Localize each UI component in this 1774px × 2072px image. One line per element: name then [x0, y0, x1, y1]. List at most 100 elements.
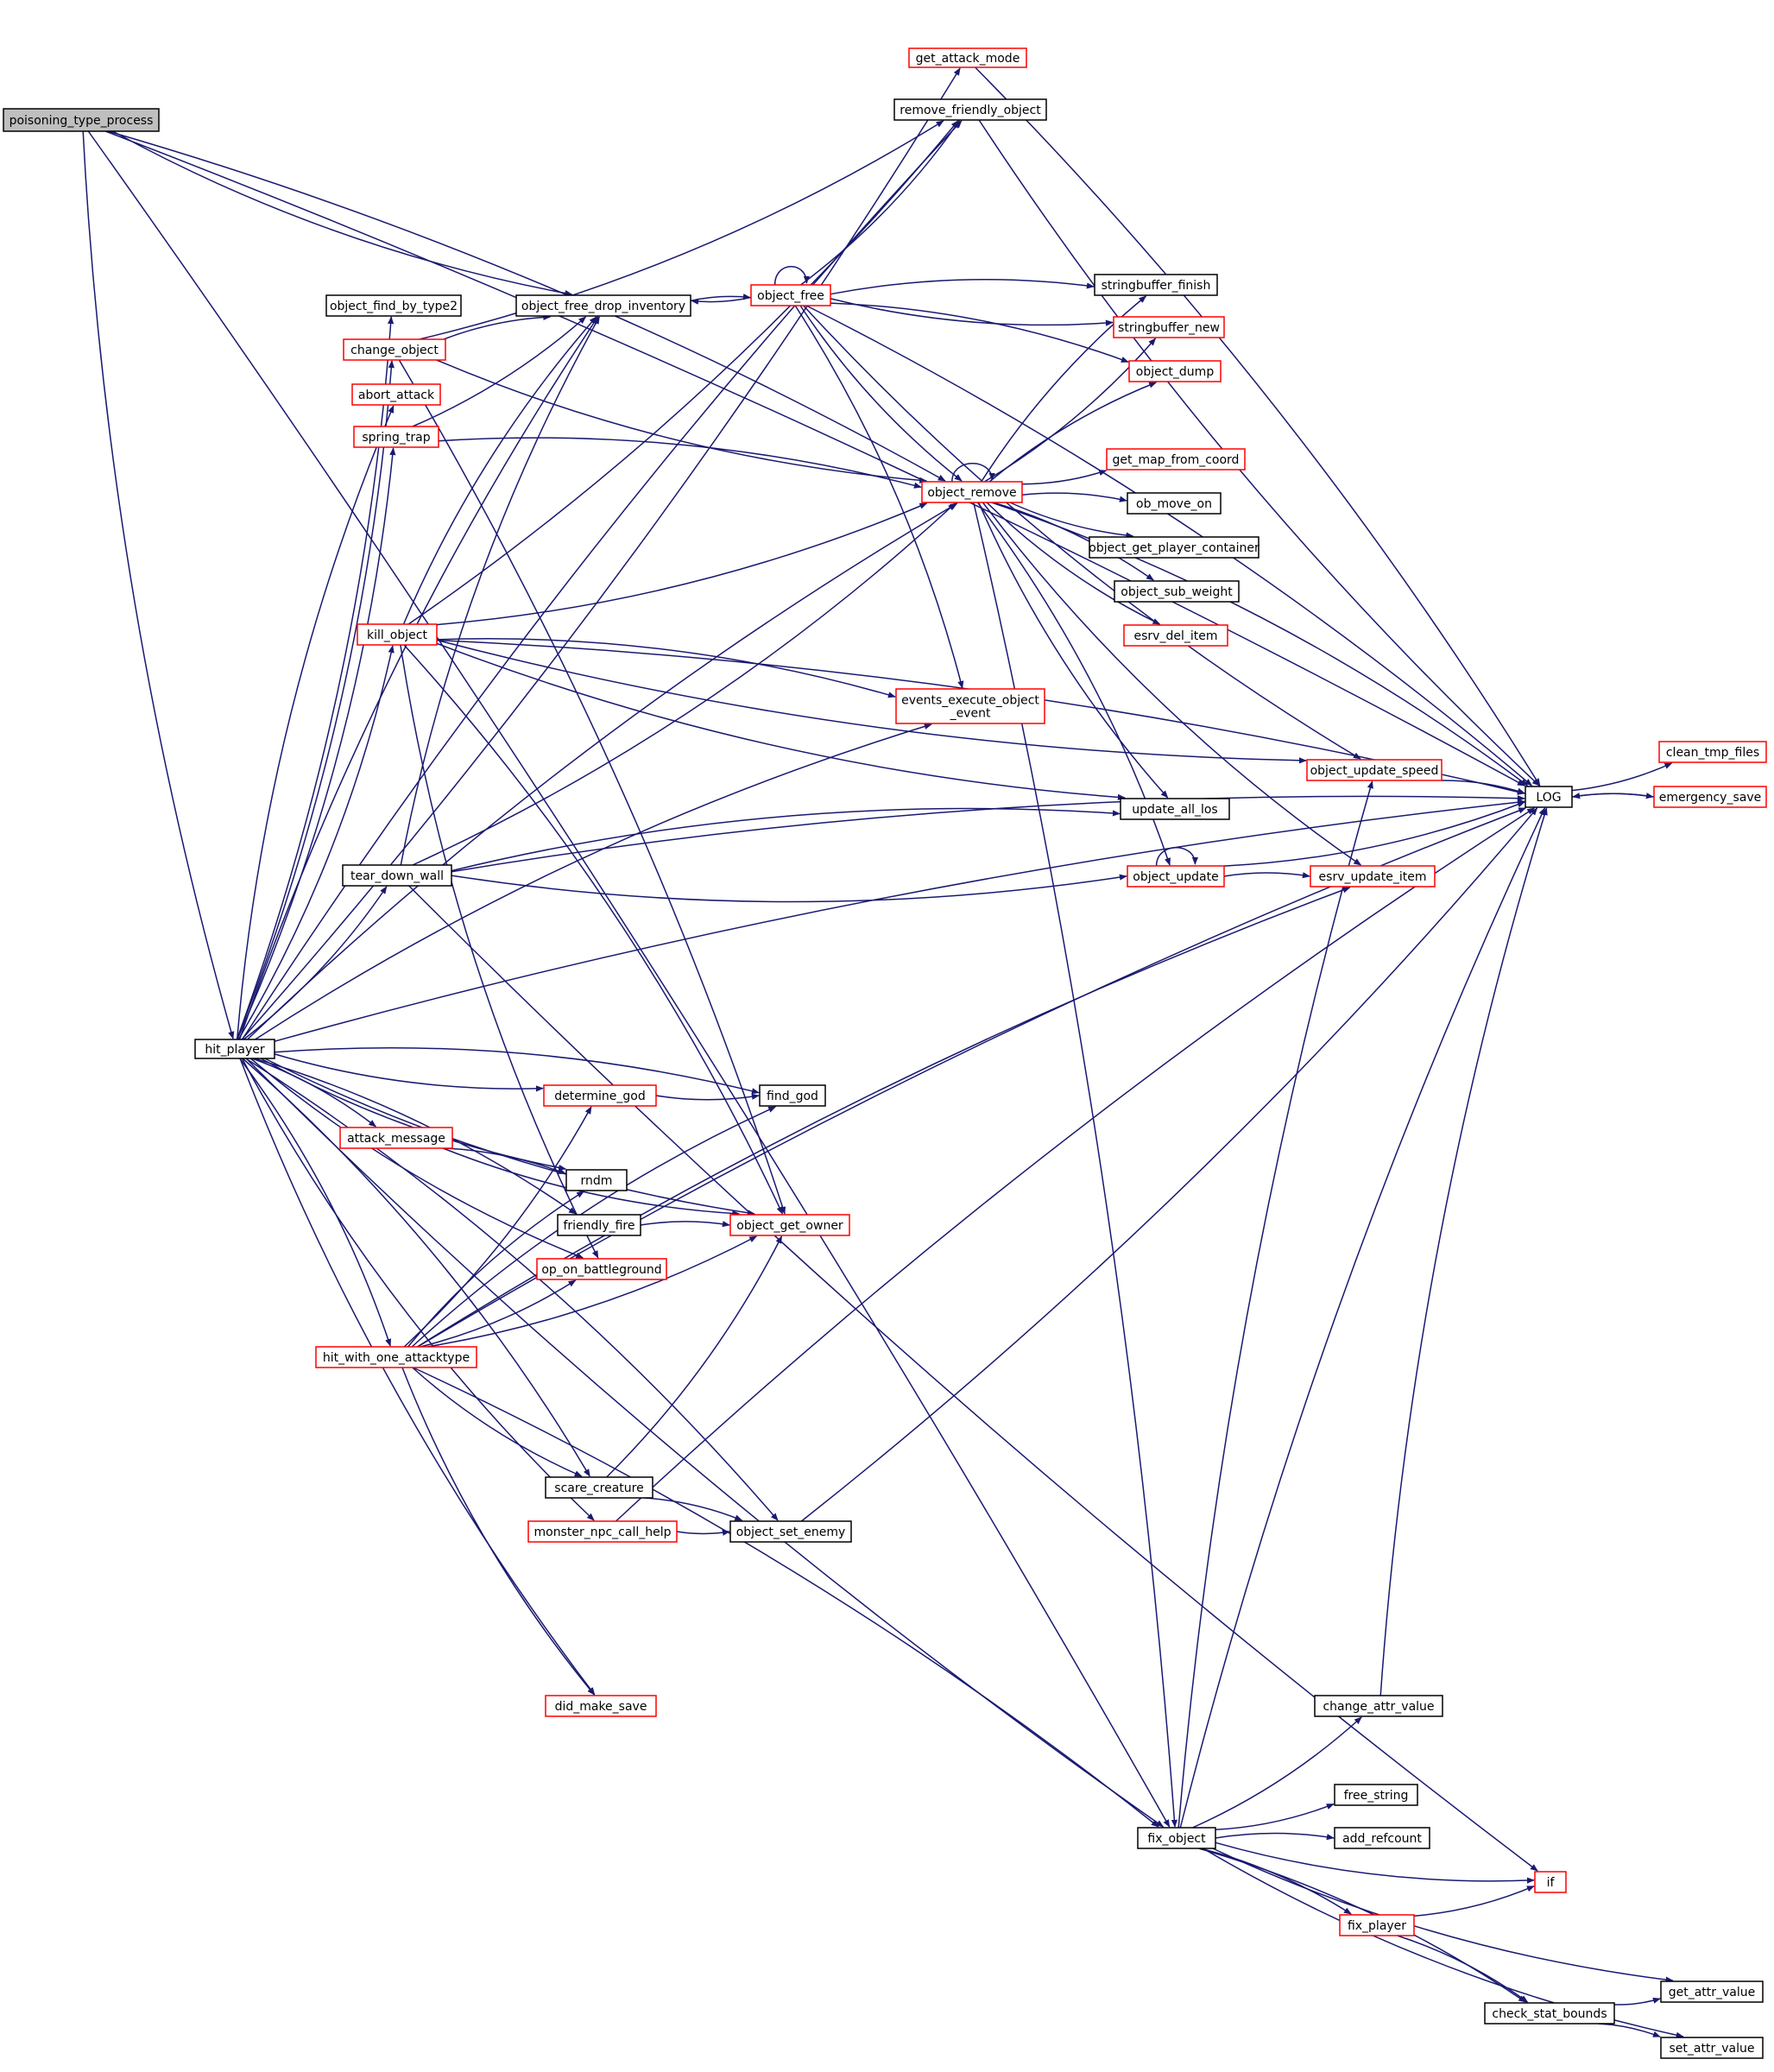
- node-object-get-owner[interactable]: object_get_owner: [729, 1214, 850, 1236]
- node-box: [1658, 741, 1767, 763]
- node-fix-player[interactable]: fix_player: [1339, 1914, 1415, 1936]
- call-edge-line: [799, 305, 963, 482]
- node-object-free[interactable]: object_free: [750, 284, 831, 306]
- node-object-update-speed[interactable]: object_update_speed: [1306, 759, 1443, 781]
- node-box: [1334, 1827, 1430, 1849]
- call-edge-line: [615, 807, 1536, 1522]
- call-edge-line: [1397, 1935, 1529, 2003]
- call-edge-line: [249, 1058, 584, 1259]
- node-check-stat-bounds[interactable]: check_stat_bounds: [1484, 2002, 1615, 2025]
- node-box: [1484, 2002, 1615, 2025]
- node-label: abort_attack: [358, 388, 435, 402]
- call-edge-line: [238, 316, 599, 1040]
- node-fix-object[interactable]: fix_object: [1137, 1827, 1216, 1849]
- call-edge-change_object-to-remove_friendly_object: [419, 120, 944, 340]
- node-change-attr-value[interactable]: change_attr_value: [1314, 1695, 1443, 1717]
- node-object-remove[interactable]: object_remove: [921, 481, 1023, 503]
- call-edge-hit_player-to-fix_object: [245, 1058, 1165, 1828]
- call-edge-kill_object-to-remove_friendly_object: [407, 120, 959, 625]
- node-box: [908, 47, 1027, 68]
- call-edge-get_attack_mode-to-LOG: [975, 66, 1541, 786]
- node-scare-creature[interactable]: scare_creature: [545, 1476, 653, 1499]
- call-edge-fix_object-to-free_string: [1215, 1803, 1335, 1831]
- node-ob-move-on[interactable]: ob_move_on: [1127, 492, 1222, 515]
- node-box: [759, 1084, 826, 1107]
- node-did-make-save[interactable]: did_make_save: [545, 1695, 657, 1717]
- call-edge-object_remove-to-object_remove: [951, 463, 995, 483]
- call-edge-line: [1215, 1803, 1335, 1831]
- node-object-dump[interactable]: object_dump: [1128, 360, 1222, 382]
- node-add-refcount[interactable]: add_refcount: [1334, 1827, 1430, 1849]
- node-free-string[interactable]: free_string: [1334, 1784, 1418, 1806]
- node-emergency-save[interactable]: emergency_save: [1653, 786, 1767, 808]
- call-edge-object_remove-to-LOG: [991, 502, 1529, 786]
- node-change-object[interactable]: change_object: [343, 338, 446, 361]
- node-get-map-from-coord[interactable]: get_map_from_coord: [1106, 448, 1246, 471]
- node-spring-trap[interactable]: spring_trap: [353, 426, 439, 448]
- node-esrv-update-item[interactable]: esrv_update_item: [1310, 865, 1436, 888]
- node-object-sub-weight[interactable]: object_sub_weight: [1114, 580, 1240, 603]
- node-box: [1106, 448, 1246, 471]
- call-edge-hit_player-to-remove_friendly_object: [241, 120, 963, 1040]
- node-rndm[interactable]: rndm: [565, 1169, 628, 1191]
- node-object-get-player-container[interactable]: object_get_player_container: [1089, 536, 1259, 559]
- node-get-attack-mode[interactable]: get_attack_mode: [908, 47, 1027, 68]
- node-find-god[interactable]: find_god: [759, 1084, 826, 1107]
- call-edge-object_set_enemy-to-LOG: [800, 807, 1538, 1522]
- node-label: set_attr_value: [1670, 2042, 1755, 2056]
- node-friendly-fire[interactable]: friendly_fire: [557, 1214, 641, 1236]
- call-edge-line: [451, 807, 1121, 872]
- node-stringbuffer-new[interactable]: stringbuffer_new: [1113, 316, 1225, 338]
- node-box: [3, 108, 160, 132]
- call-edge-line: [407, 120, 959, 625]
- node-object-set-enemy[interactable]: object_set_enemy: [729, 1520, 852, 1543]
- node-op-on-battleground[interactable]: op_on_battleground: [536, 1258, 667, 1280]
- node-hit-with-one-attacktype[interactable]: hit_with_one_attacktype: [315, 1346, 477, 1368]
- call-edge-determine_god-to-find_god: [655, 1093, 760, 1101]
- call-edge-line: [443, 313, 552, 340]
- node-esrv-del-item[interactable]: esrv_del_item: [1123, 624, 1228, 647]
- node-object-free-drop-inventory[interactable]: object_free_drop_inventory: [515, 294, 691, 317]
- node-set-attr-value[interactable]: set_attr_value: [1660, 2037, 1764, 2059]
- node-if[interactable]: if: [1534, 1871, 1567, 1893]
- call-edge-object_remove-to-esrv_update_item: [982, 502, 1362, 866]
- call-edge-monster_npc_call_help-to-object_set_enemy: [676, 1529, 730, 1536]
- node-box: [1306, 759, 1443, 781]
- call-edge-hit_player-to-object_get_owner: [264, 1058, 755, 1216]
- call-edge-hit_player-to-spring_trap: [237, 447, 396, 1040]
- node-label: if: [1547, 1876, 1556, 1890]
- node-poisoning-type-process[interactable]: poisoning_type_process: [3, 108, 160, 132]
- call-edge-line: [1155, 847, 1198, 867]
- node-determine-god[interactable]: determine_god: [543, 1084, 657, 1107]
- call-edge-line: [606, 1235, 783, 1478]
- node-remove-friendly-object[interactable]: remove_friendly_object: [893, 98, 1047, 121]
- call-edge-fix_object-to-get_attr_value: [1212, 1848, 1674, 1983]
- node-hit-player[interactable]: hit_player: [194, 1039, 275, 1059]
- node-abort-attack[interactable]: abort_attack: [351, 383, 441, 406]
- node-stringbuffer-finish[interactable]: stringbuffer_finish: [1094, 274, 1218, 296]
- call-edge-line: [451, 874, 1127, 903]
- call-edge-line: [975, 66, 1541, 786]
- node-update-all-los[interactable]: update_all_los: [1120, 798, 1230, 820]
- node-object-find-by-type2[interactable]: object_find_by_type2: [325, 294, 462, 317]
- node-label: object_set_enemy: [736, 1526, 846, 1539]
- call-edge-line: [436, 359, 928, 483]
- node-get-attr-value[interactable]: get_attr_value: [1660, 1980, 1764, 2003]
- node-monster-npc-call-help[interactable]: monster_npc_call_help: [527, 1520, 678, 1543]
- node-clean-tmp-files[interactable]: clean_tmp_files: [1658, 741, 1767, 763]
- node-kill-object[interactable]: kill_object: [357, 623, 438, 646]
- node-events-execute-object-event[interactable]: events_execute_object_event: [895, 688, 1045, 724]
- call-edge-object_free-to-stringbuffer_finish: [830, 279, 1095, 295]
- node-attack-message[interactable]: attack_message: [339, 1127, 453, 1149]
- call-edge-line: [400, 644, 599, 1259]
- call-edge-object_remove-to-update_all_los: [978, 502, 1169, 799]
- call-edge-line: [398, 359, 786, 1215]
- node-LOG[interactable]: LOG: [1525, 786, 1573, 808]
- call-edge-monster_npc_call_help-to-LOG: [615, 807, 1536, 1522]
- call-edge-hit_player-to-attack_message: [251, 1058, 377, 1128]
- node-object-update[interactable]: object_update: [1127, 865, 1225, 888]
- node-tear-down-wall[interactable]: tear_down_wall: [342, 864, 452, 887]
- call-edge-object_remove-to-object_get_player_container: [1009, 502, 1134, 539]
- node-label: change_attr_value: [1323, 1700, 1434, 1714]
- call-edge-line: [408, 885, 1538, 1872]
